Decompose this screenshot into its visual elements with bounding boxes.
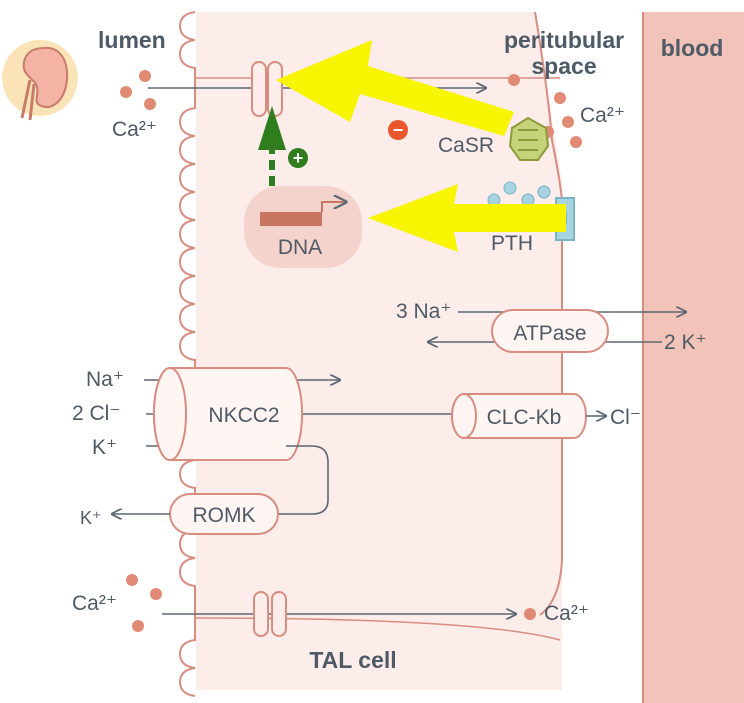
cell-body (196, 12, 562, 690)
nkcc2-cotransporter (153, 367, 303, 461)
ion-dots-lumen-top (120, 70, 156, 110)
clc-kb-channel (451, 393, 587, 439)
k-recycle-path (278, 445, 329, 515)
peritubular-label-line2: space (531, 53, 596, 79)
apical-membrane (178, 11, 196, 697)
blood-region (643, 12, 744, 703)
yellow-arrow-casr (276, 40, 514, 136)
atpase-pump (491, 309, 609, 353)
blood-label: blood (661, 35, 724, 61)
nucleus (244, 186, 362, 268)
lumen-label: lumen (98, 27, 166, 53)
inhibition-sign: − (388, 120, 408, 140)
k-lumen-label: K⁺ (92, 436, 117, 459)
claudin-channel-bottom (253, 591, 287, 637)
ca-lumen-top-label: Ca²⁺ (112, 118, 157, 141)
ca-blood-bottom-label: Ca²⁺ (544, 602, 589, 625)
casr-receptor (508, 116, 550, 161)
na-3-label: 3 Na⁺ (396, 300, 451, 323)
k-out-label: K⁺ (80, 508, 102, 528)
cl-lumen-label: 2 Cl⁻ (72, 402, 120, 425)
nkcc2-label: NKCC2 (208, 404, 279, 427)
peritubular-label-line1: peritubular (504, 27, 624, 53)
svg-text:−: − (393, 120, 404, 140)
ca-blood-top-label: Ca²⁺ (580, 104, 625, 127)
clc-kb-label: CLC-Kb (487, 406, 562, 429)
na-lumen-label: Na⁺ (86, 368, 124, 391)
cl-blood-label: Cl⁻ (610, 406, 641, 429)
atpase-label: ATPase (513, 322, 586, 345)
kidney-icon (2, 40, 78, 121)
basolateral-membrane (534, 11, 563, 616)
stimulation-arrow (258, 106, 286, 186)
ion-dots-blood-top (508, 74, 582, 148)
casr-label: CaSR (438, 134, 494, 157)
transcription-arrow (321, 202, 346, 212)
yellow-arrow-pth (368, 184, 566, 252)
dna-gene-bar (260, 212, 322, 226)
ca-lumen-bottom-label: Ca²⁺ (72, 592, 117, 615)
pth-dots (487, 181, 551, 207)
claudin-channel-top (251, 61, 283, 117)
svg-text:+: + (293, 148, 304, 168)
pth-label: PTH (491, 232, 533, 255)
ion-dots-lumen-bottom (126, 574, 162, 632)
ion-dot-blood-bottom (524, 608, 536, 620)
romk-label: ROMK (193, 504, 256, 527)
dna-label: DNA (278, 236, 322, 259)
tal-cell-label: TAL cell (309, 647, 396, 673)
k-2-label: 2 K⁺ (664, 331, 707, 354)
stimulation-sign: + (288, 148, 308, 168)
